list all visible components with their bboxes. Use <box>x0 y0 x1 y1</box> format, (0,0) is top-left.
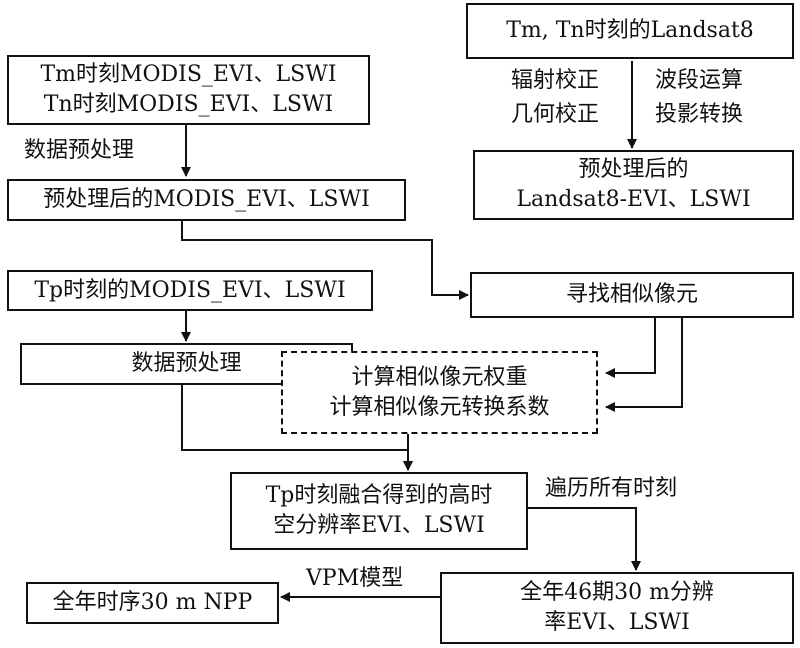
compute-coefficient-text: 计算相似像元转换系数 <box>329 394 550 420</box>
data-preprocess-label: 数据预处理 <box>24 138 135 163</box>
annual-line2: 率EVI、LSWI <box>544 610 690 635</box>
arrow-find-to-weight <box>605 318 656 378</box>
arrow-fusion-to-annual <box>528 507 641 571</box>
landsat-source-box: Tm, Tn时刻的Landsat8 <box>466 3 794 59</box>
modis-preprocessed-box: 预处理后的MODIS_EVI、LSWI <box>7 179 406 221</box>
landsat-preprocessed-box: 预处理后的 Landsat8-EVI、LSWI <box>473 150 794 220</box>
tp-preprocess-text: 数据预处理 <box>131 351 242 376</box>
compute-box: 计算相似像元权重 计算相似像元转换系数 <box>281 351 598 434</box>
npp-text: 全年时序30 m NPP <box>52 590 253 615</box>
arrow-to-find-similar <box>181 221 469 300</box>
band-calc-label: 波段运算 <box>655 68 744 93</box>
modis-source-tn: Tn时刻MODIS_EVI、LSWI <box>43 92 334 117</box>
tp-modis-box: Tp时刻的MODIS_EVI、LSWI <box>7 270 373 311</box>
iterate-all-label: 遍历所有时刻 <box>545 476 678 501</box>
geometric-label: 几何校正 <box>511 102 600 127</box>
landsat-source-text: Tm, Tn时刻的Landsat8 <box>506 18 754 43</box>
arrow-find-to-coefficient <box>605 318 683 412</box>
landsat-preprocessed-line2: Landsat8-EVI、LSWI <box>516 187 751 212</box>
annual-line1: 全年46期30 m分辨 <box>520 580 714 605</box>
npp-box: 全年时序30 m NPP <box>26 582 279 624</box>
modis-preprocessed-text: 预处理后的MODIS_EVI、LSWI <box>43 187 370 212</box>
find-similar-box: 寻找相似像元 <box>470 272 794 318</box>
modis-source-box: Tm时刻MODIS_EVI、LSWI Tn时刻MODIS_EVI、LSWI <box>7 55 370 125</box>
tp-modis-text: Tp时刻的MODIS_EVI、LSWI <box>34 277 346 303</box>
modis-source-tm: Tm时刻MODIS_EVI、LSWI <box>40 62 337 87</box>
projection-label: 投影转换 <box>655 102 744 127</box>
vpm-label: VPM模型 <box>306 566 404 591</box>
fusion-line1: Tp时刻融合得到的高时 <box>265 483 493 508</box>
find-similar-text: 寻找相似像元 <box>565 282 698 307</box>
radiometric-label: 辐射校正 <box>511 68 600 93</box>
fusion-box: Tp时刻融合得到的高时 空分辨率EVI、LSWI <box>230 472 528 550</box>
fusion-line2: 空分辨率EVI、LSWI <box>273 513 485 538</box>
annual-box: 全年46期30 m分辨 率EVI、LSWI <box>440 572 794 644</box>
landsat-preprocessed-line1: 预处理后的 <box>578 157 689 182</box>
compute-weight-text: 计算相似像元权重 <box>351 364 528 390</box>
